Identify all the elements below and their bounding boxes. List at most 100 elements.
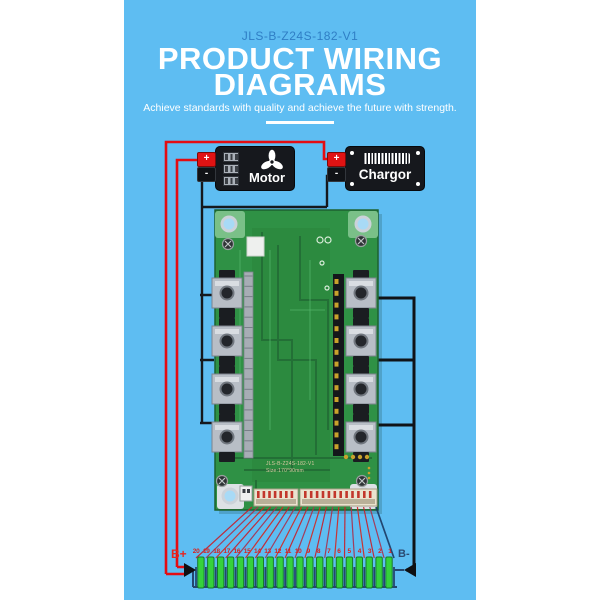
balance-sense-wire [343, 506, 346, 559]
gold-pins [334, 279, 339, 450]
battery-cell [375, 556, 383, 589]
cell-number: 8 [316, 548, 321, 555]
gold-pin [334, 420, 339, 426]
silkscreen-size: Size:170*90mm [266, 467, 304, 474]
cell-number: 20 [192, 548, 200, 555]
battery-cell [276, 556, 284, 589]
chargor-plus-terminal: + [327, 152, 346, 167]
gold-pin [334, 326, 339, 332]
balance-sense-wire [363, 506, 375, 559]
cell-number: 2 [378, 548, 382, 555]
title-line-1: PRODUCT WIRING [157, 41, 443, 76]
mosfet-cap-left [219, 308, 235, 318]
heatsink-highlight [349, 329, 373, 334]
cell-number: 7 [327, 548, 331, 555]
battery-cell [365, 556, 373, 589]
balance-sense-wire [294, 506, 315, 559]
mosfet-cap-right [353, 270, 369, 279]
mosfet-cap-left [219, 318, 235, 327]
mosfet-cap-left [219, 270, 235, 279]
title-line-2: DIAGRAMS [213, 67, 387, 102]
cell-number: 9 [306, 548, 311, 555]
gold-pin [334, 302, 339, 308]
battery-cell [286, 556, 294, 589]
mosfet-cap-right [353, 308, 369, 318]
balance-sense-wire [369, 506, 385, 559]
cell-number: 6 [337, 548, 341, 555]
balance-sense-wire [274, 506, 303, 559]
corner-dot [350, 182, 354, 186]
heatsink-highlight [215, 329, 239, 334]
motor-plus-terminal: + [197, 152, 216, 167]
title-divider [266, 121, 334, 124]
terminal-hole-icon [219, 381, 235, 397]
gold-pin [334, 373, 339, 379]
gold-pin [334, 408, 339, 414]
heatsink-highlight [215, 377, 239, 382]
battery-cell [385, 556, 393, 589]
white-chip [246, 236, 265, 257]
terminal-hole-icon [219, 285, 235, 301]
battery-cell [355, 556, 364, 589]
battery-cell [197, 556, 205, 589]
heatsink-highlight [349, 425, 373, 430]
terminal-hole-icon [219, 333, 235, 349]
motor-connector-slot [223, 164, 239, 174]
cell-number: 5 [347, 548, 351, 555]
mosfet-cap-left [219, 366, 235, 375]
balance-sense-wire [235, 506, 278, 559]
gold-pin [334, 338, 339, 343]
terminal-hole-icon [219, 429, 235, 445]
aux-connector [239, 485, 253, 502]
battery-cell [316, 556, 324, 589]
heatsink-highlight [215, 281, 239, 286]
board-silkscreen: JLS-B-Z24S-182-V1 Size:170*90mm [266, 461, 314, 474]
gold-pin [334, 349, 339, 355]
motor-fan-icon [261, 149, 283, 170]
gold-pin [334, 279, 339, 284]
chargor-minus-terminal: - [327, 167, 346, 182]
gold-pads [343, 454, 371, 480]
cell-number: 14 [254, 548, 261, 555]
battery-cell [296, 556, 304, 589]
battery-cell [207, 556, 215, 589]
terminal-hole-icon [353, 429, 369, 445]
motor-device: Motor [215, 146, 295, 191]
page-title: PRODUCT WIRING DIAGRAMS [124, 41, 476, 102]
heatsink-highlight [349, 281, 373, 286]
fin-strip [243, 271, 254, 459]
cell-number: 10 [294, 548, 302, 555]
cell-number: 15 [243, 548, 251, 555]
balance-sense-wire [304, 506, 321, 559]
mosfet-cap-right [353, 414, 369, 423]
heatsink-highlight [215, 425, 239, 430]
gold-pin [334, 361, 339, 367]
battery-cell [266, 556, 274, 589]
terminal-hole-icon [353, 285, 369, 301]
cell-number: 3 [367, 548, 372, 555]
mosfet-cap-right [353, 356, 369, 366]
b-minus-arrow-icon [404, 563, 416, 577]
model-number: JLS-B-Z24S-182-V1 [241, 29, 359, 43]
battery-positive-label: B+ [171, 547, 187, 561]
balance-sense-wire [195, 506, 253, 559]
balance-sense-wire [215, 506, 265, 559]
mosfet-cap-right [353, 404, 369, 414]
motor-minus-terminal: - [197, 167, 216, 182]
balance-sense-wire [264, 506, 296, 559]
mosfet-cap-left [219, 356, 235, 366]
mosfet-cap-right [353, 318, 369, 327]
motor-connector-slot [223, 176, 239, 186]
subtitle: Achieve standards with quality and achie… [143, 102, 457, 114]
motor-label: Motor [248, 170, 286, 185]
battery-cell [226, 556, 235, 589]
b-plus-wire-ends [166, 565, 186, 576]
balance-sense-wire [350, 506, 355, 559]
b-plus-wire-motor [175, 158, 204, 567]
battery-cell [236, 556, 245, 589]
balance-sense-wire [324, 506, 334, 559]
balance-sense-wire [375, 506, 395, 559]
